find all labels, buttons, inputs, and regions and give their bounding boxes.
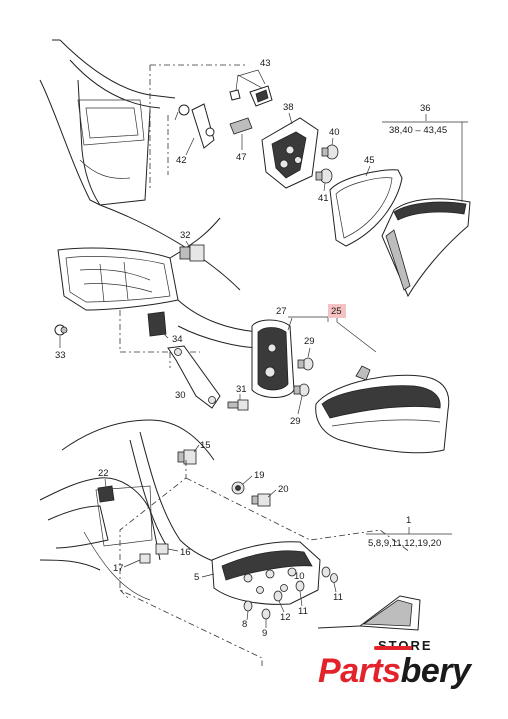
brand-logo: STORE Partsbery [318,638,498,702]
tail-lamp-housing-area [57,217,263,368]
part-16-nut: 16 [155,543,191,558]
label-25-highlight [328,304,346,318]
brand-name: Partsbery [318,652,471,691]
part-33-plug: 33 [54,324,68,361]
part-38-bulb-holder: 38 [261,102,319,189]
label-43: 43 [260,58,271,69]
label-45: 45 [364,155,375,166]
label-15: 15 [200,440,211,451]
label-12: 12 [280,612,291,623]
brand-name-red: Parts [318,652,401,690]
part-1-lamp-assembly: 1 5,8,9,11,12,19,20 [211,515,452,605]
label-20: 20 [278,484,289,495]
label-9: 9 [262,628,267,639]
part-19-grommet: 19 [231,470,265,495]
label-27: 27 [276,306,287,317]
label-29b: 29 [290,416,301,427]
part-40-bulb: 40 [321,127,340,160]
part-5: 5 [194,572,215,583]
label-10: 10 [294,571,305,582]
label-16: 16 [180,547,191,558]
label-41: 41 [318,193,329,204]
label-31: 31 [236,384,247,395]
label-36: 36 [420,103,431,114]
label-25: 25 [331,306,342,317]
label-29a: 29 [304,336,315,347]
part-20-bolt: 20 [251,484,289,507]
part-41-bulb: 41 [315,168,333,204]
label-1-range: 5,8,9,11,12,19,20 [368,538,441,549]
label-11b: 11 [298,606,308,617]
label-1: 1 [406,515,411,526]
label-42: 42 [176,155,187,166]
label-17: 17 [113,563,124,574]
part-31-bolt: 31 [227,384,249,411]
small-bulbs-group: 10 11 11 12 8 9 [242,566,343,639]
label-5: 5 [194,572,199,583]
part-32-nut: 32 [179,230,205,262]
part-27-bulb-carrier: 27 [251,306,329,398]
label-19: 19 [254,470,265,481]
brand-swoosh [374,646,412,650]
part-47-clip: 47 [229,117,253,163]
part-15-screw: 15 [177,440,211,465]
lower-assembly-outline [119,460,411,666]
part-30-bracket: 30 [167,345,221,409]
part-22-connector: 22 [97,468,115,503]
label-36-range: 38,40 – 43,45 [389,125,447,136]
label-34: 34 [172,334,183,345]
label-47: 47 [236,152,247,163]
part-34-connector: 34 [147,311,183,345]
label-33: 33 [55,350,66,361]
label-30: 30 [175,390,186,401]
label-22: 22 [98,468,109,479]
part-43-socket-clips: 43 [229,58,273,107]
part-36-outer-tail-lamp: 36 38,40 – 43,45 [381,103,471,298]
brand-name-dark: bery [400,652,471,690]
label-38: 38 [283,102,294,113]
car-body-upper-section [39,39,245,291]
label-8: 8 [242,619,247,630]
part-45-gasket: 45 [329,155,403,247]
part-42-bracket: 42 [174,103,215,166]
part-29-bulbs: 29 29 [290,336,315,427]
part-25-inner-tail-lamp: 25 [315,304,450,454]
label-40: 40 [329,127,340,138]
label-32: 32 [180,230,191,241]
lower-right-lamp-fragment [317,595,421,631]
part-17-nut: 17 [113,553,151,574]
label-11a: 11 [333,592,343,603]
